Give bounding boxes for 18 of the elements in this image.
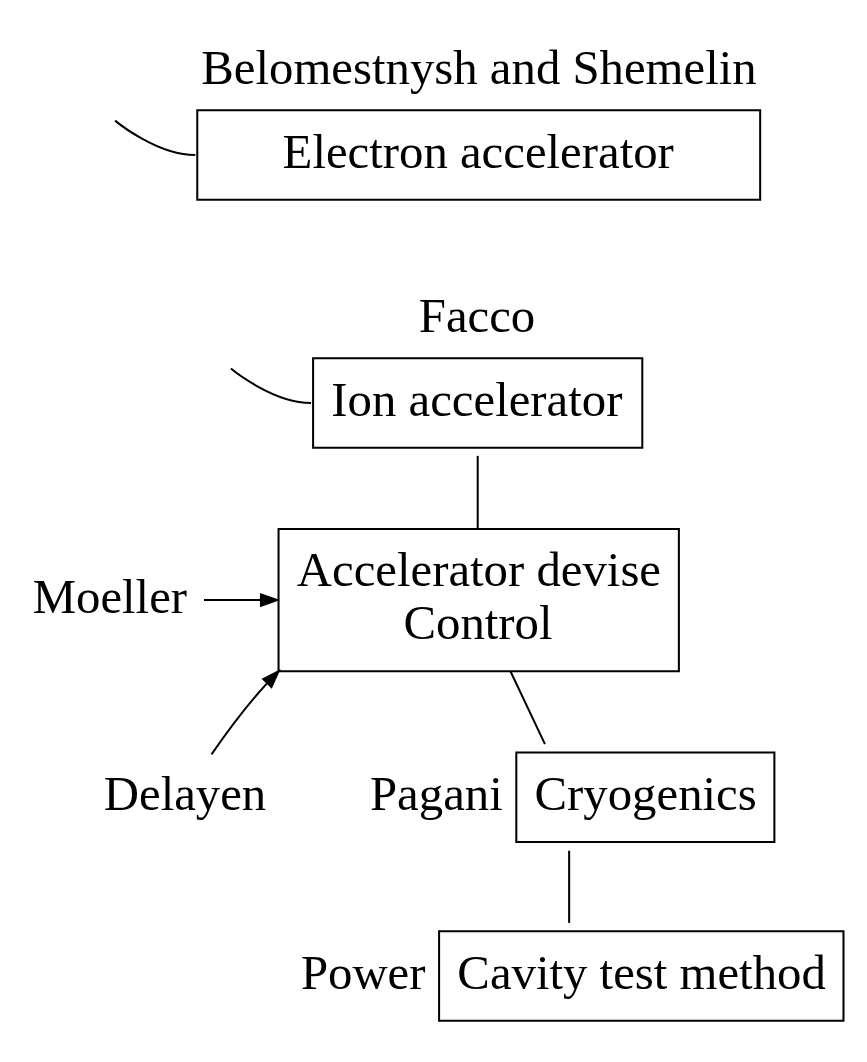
connector: [114, 119, 196, 157]
node-box: Accelerator devise Control: [277, 527, 680, 673]
node-text: Moeller: [32, 569, 188, 624]
node-box: Cryogenics: [515, 751, 776, 843]
connector: [476, 455, 479, 529]
node-label: Facco: [418, 289, 536, 344]
node-box: Cavity test method: [438, 930, 845, 1022]
node-label: Belomestnysh and Shemelin: [201, 41, 757, 96]
arrow: [204, 592, 281, 608]
node-label: Power: [300, 945, 426, 1000]
node-label: Pagani: [370, 766, 503, 821]
arrow: [210, 669, 281, 755]
connector: [568, 850, 571, 923]
node-box: Ion accelerator: [312, 357, 644, 449]
node-text: Delayen: [103, 766, 267, 821]
connector: [230, 367, 312, 404]
connector: [509, 670, 546, 745]
node-box: Electron accelerator: [196, 109, 762, 201]
